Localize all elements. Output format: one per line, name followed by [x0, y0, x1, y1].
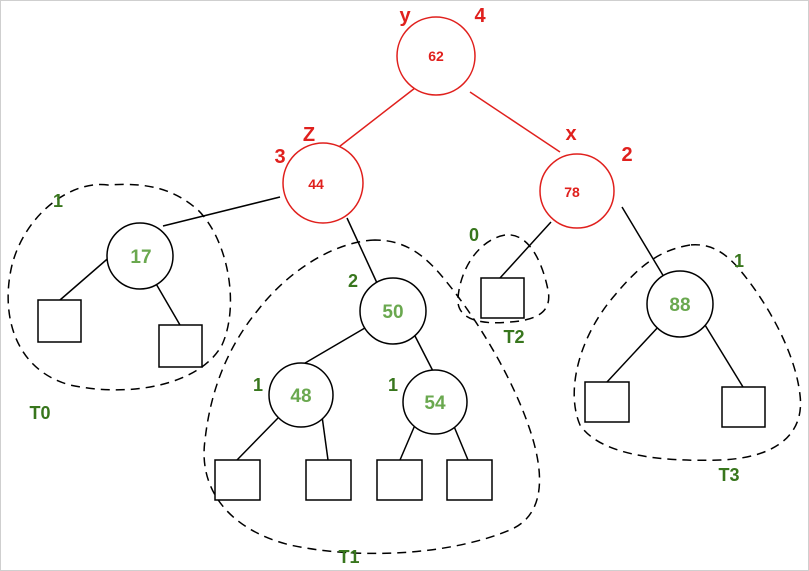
edge-y-z — [334, 87, 416, 151]
node-50-height: 2 — [348, 271, 358, 291]
node-17 — [106, 222, 174, 290]
edge-88-leaf-left — [606, 324, 661, 383]
subtree-t0-label: T0 — [29, 403, 50, 423]
node-x-name: x — [565, 123, 576, 145]
node-y-height: 4 — [474, 5, 486, 27]
leaf-box — [37, 299, 82, 343]
edge-54-leaf-left — [399, 424, 416, 461]
edge-50-54 — [414, 335, 436, 376]
node-54-height: 1 — [388, 375, 398, 395]
node-54-key: 54 — [424, 393, 446, 414]
node-z-height: 3 — [274, 146, 285, 168]
subtree-t1-outline — [203, 239, 541, 555]
node-z — [282, 142, 364, 224]
node-48-height: 1 — [253, 375, 263, 395]
subtree-t3-label: T3 — [718, 465, 739, 485]
leaf-box — [376, 459, 423, 501]
leaf-box — [584, 381, 630, 423]
edge-x-t2 — [499, 221, 552, 279]
node-50-key: 50 — [382, 302, 403, 323]
edge-48-leaf-left — [236, 417, 279, 461]
node-48 — [268, 362, 334, 428]
edge-50-48 — [299, 324, 371, 367]
node-x-key: 78 — [564, 184, 580, 200]
edge-z-17 — [162, 196, 281, 227]
subtree-t1-label: T1 — [338, 547, 359, 567]
node-17-height: 1 — [53, 191, 63, 211]
node-48-key: 48 — [290, 386, 311, 407]
edge-z-50 — [346, 217, 378, 284]
leaf-box — [446, 459, 493, 501]
leaf-box — [158, 324, 203, 368]
node-y-key: 62 — [428, 48, 444, 64]
node-y-name: y — [399, 5, 411, 27]
node-50 — [359, 277, 427, 345]
subtree-t2-label: T2 — [503, 327, 524, 347]
edge-x-88 — [621, 206, 668, 283]
node-y — [396, 16, 476, 96]
edge-17-leaf-right — [154, 281, 181, 326]
edge-54-leaf-right — [452, 423, 469, 461]
node-z-key: 44 — [308, 176, 324, 192]
node-88 — [646, 270, 714, 338]
edge-88-leaf-right — [704, 324, 744, 388]
node-88-key: 88 — [669, 295, 690, 316]
leaf-box — [214, 459, 261, 501]
node-z-name: Z — [303, 124, 315, 146]
edge-17-leaf-left — [59, 253, 114, 301]
subtree-t2-height: 0 — [469, 225, 479, 245]
node-17-key: 17 — [130, 247, 151, 268]
leaf-box — [480, 277, 525, 319]
leaf-box — [305, 459, 352, 501]
subtree-t0-outline — [7, 183, 232, 391]
leaf-box — [721, 386, 766, 428]
node-54 — [402, 369, 468, 435]
subtree-t3-outline — [573, 244, 802, 462]
edge-y-x — [469, 91, 561, 153]
edge-48-leaf-right — [321, 415, 329, 461]
node-x — [539, 153, 615, 229]
node-x-height: 2 — [621, 144, 632, 166]
node-88-height: 1 — [734, 251, 744, 271]
